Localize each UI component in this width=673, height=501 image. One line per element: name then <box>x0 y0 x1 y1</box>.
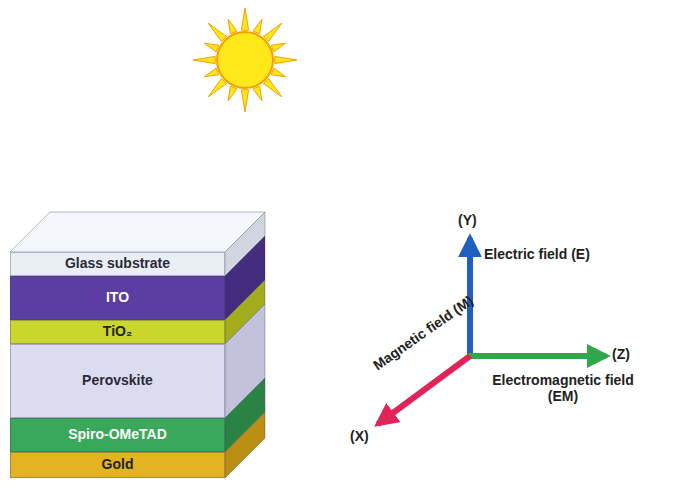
sun-rays <box>193 8 297 112</box>
layer-name: Perovskite <box>82 373 153 388</box>
x-axis <box>378 356 470 424</box>
glass-top-face <box>10 212 265 252</box>
sun-ray <box>208 79 226 97</box>
sun-ray <box>253 19 262 34</box>
layer-name: Spiro-OMeTAD <box>68 427 167 442</box>
axis-label: Electric field (E) <box>484 246 634 262</box>
gold-layer: Gold <box>10 452 225 478</box>
axis-letter: (X) <box>350 428 390 444</box>
layer-side-face <box>225 412 265 478</box>
perovskite-layer: Perovskite <box>10 344 225 418</box>
axis-letter: (Y) <box>458 212 498 228</box>
spiro-layer: Spiro-OMeTAD <box>10 418 225 452</box>
sun-ray <box>228 19 237 34</box>
glass-layer: Glass substrate <box>10 252 225 276</box>
axis-label: Electromagnetic field (EM) <box>478 372 648 404</box>
sun-ray <box>204 68 219 77</box>
sun-ray <box>204 43 219 52</box>
sun-ray <box>228 86 237 101</box>
sun-ray <box>241 90 248 112</box>
layer-name: Gold <box>102 457 134 472</box>
sun-ray <box>253 86 262 101</box>
layer-name: TiO₂ <box>103 324 132 339</box>
sun-ray <box>264 79 282 97</box>
sun-ray <box>264 23 282 41</box>
tio2-layer: TiO₂ <box>10 320 225 344</box>
sun-ray <box>193 56 215 63</box>
sun-disc <box>217 32 273 88</box>
sun-ray <box>208 23 226 41</box>
layer-name: ITO <box>106 290 129 305</box>
ito-layer: ITO <box>10 276 225 320</box>
sun-ray <box>241 8 248 30</box>
z-axis <box>467 353 606 359</box>
sun-ray <box>275 56 297 63</box>
sun-ray <box>271 68 286 77</box>
axis-letter: (Z) <box>612 346 652 362</box>
layer-name: Glass substrate <box>65 256 170 271</box>
cell-stack-faces <box>10 212 265 478</box>
sun-icon <box>193 8 297 112</box>
sun-ray <box>271 43 286 52</box>
